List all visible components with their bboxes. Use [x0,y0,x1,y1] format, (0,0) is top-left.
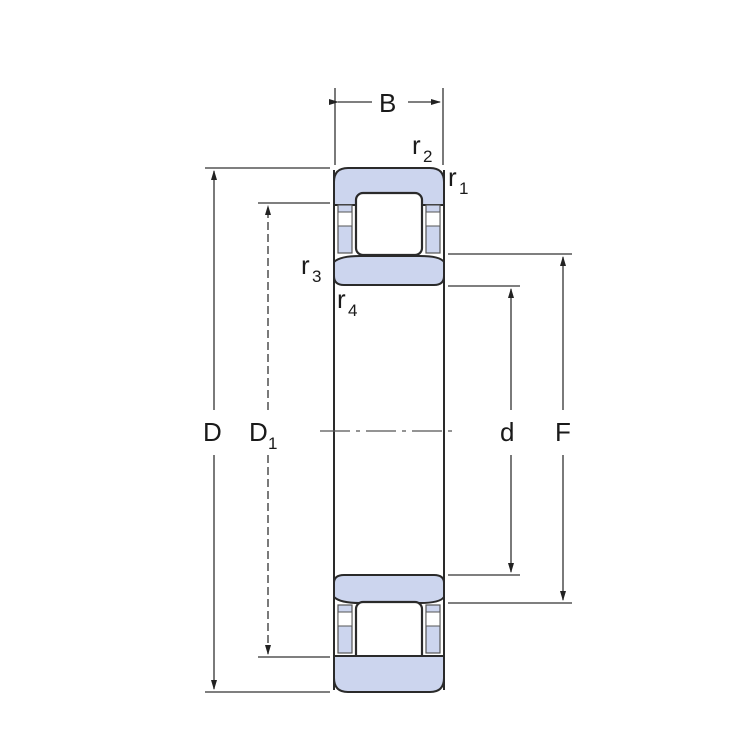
svg-text:1: 1 [459,179,468,198]
label-d: d [500,417,514,447]
svg-text:r: r [301,250,310,280]
bearing-body [333,170,445,690]
svg-text:1: 1 [268,434,277,453]
top-section [333,167,445,286]
dimension-B [329,88,444,165]
label-r3: r 3 [301,250,321,286]
extension-lines [205,167,572,693]
svg-text:D: D [249,417,268,447]
label-r4: r 4 [337,284,357,320]
label-r1: r 1 [448,162,468,198]
svg-text:4: 4 [348,301,357,320]
bottom-section [333,574,445,693]
label-F: F [555,417,571,447]
label-D1: D 1 [249,417,277,453]
svg-text:2: 2 [423,147,432,166]
svg-text:r: r [412,130,421,160]
svg-text:r: r [448,162,457,192]
label-D: D [203,417,222,447]
label-B: B [379,88,396,118]
svg-text:3: 3 [312,267,321,286]
svg-text:r: r [337,284,346,314]
label-r2: r 2 [412,130,432,166]
